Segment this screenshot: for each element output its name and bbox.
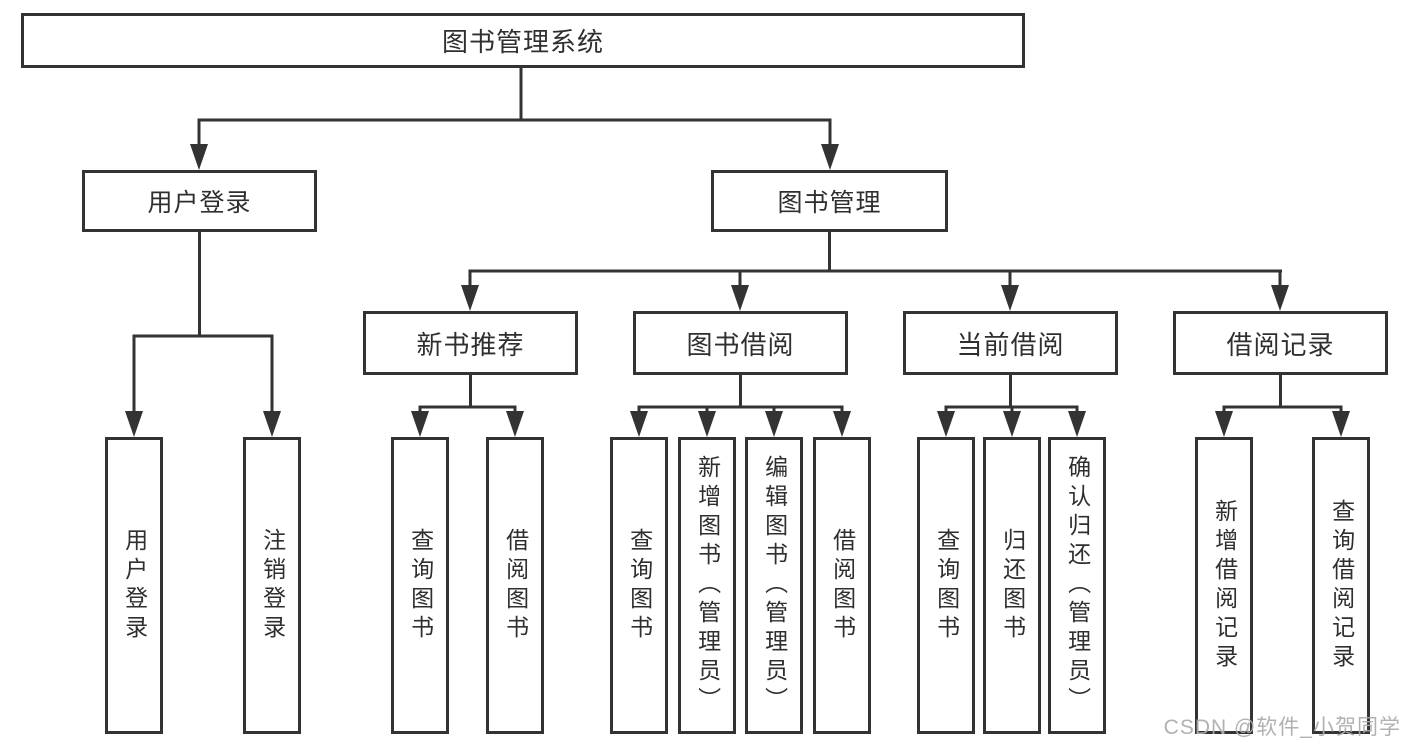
leaf-label: 确认归还（管理员） <box>1064 455 1091 716</box>
leaf-edit-book-admin: 编辑图书（管理员） <box>745 437 803 734</box>
leaf-label: 编辑图书（管理员） <box>761 455 788 716</box>
leaf-query-books-borrowing: 查询图书 <box>610 437 668 734</box>
leaf-query-books-current: 查询图书 <box>917 437 975 734</box>
leaf-label: 注销登录 <box>259 527 286 644</box>
csdn-watermark: CSDN @软件_小贺同学 <box>1163 716 1401 739</box>
node-new-book-recommendation: 新书推荐 <box>363 311 578 375</box>
leaf-logout: 注销登录 <box>243 437 301 734</box>
leaf-add-borrow-record: 新增借阅记录 <box>1195 437 1253 734</box>
leaf-label: 归还图书 <box>999 527 1026 644</box>
leaf-add-book-admin: 新增图书（管理员） <box>678 437 736 734</box>
leaf-user-login: 用户登录 <box>105 437 163 734</box>
leaf-confirm-return-admin: 确认归还（管理员） <box>1048 437 1106 734</box>
leaf-query-borrow-record: 查询借阅记录 <box>1312 437 1370 734</box>
node-library-management-system: 图书管理系统 <box>21 13 1025 68</box>
leaf-label: 借阅图书 <box>502 527 529 644</box>
leaf-label: 查询图书 <box>407 527 434 644</box>
node-book-borrowing: 图书借阅 <box>633 311 848 375</box>
node-borrowing-records: 借阅记录 <box>1173 311 1388 375</box>
node-current-borrowing: 当前借阅 <box>903 311 1118 375</box>
leaf-return-book: 归还图书 <box>983 437 1041 734</box>
leaf-label: 借阅图书 <box>829 527 856 644</box>
leaf-query-books-recommend: 查询图书 <box>391 437 449 734</box>
leaf-label: 查询图书 <box>626 527 653 644</box>
leaf-label: 查询借阅记录 <box>1328 498 1355 673</box>
node-user-login: 用户登录 <box>82 170 317 232</box>
leaf-label: 查询图书 <box>933 527 960 644</box>
leaf-label: 用户登录 <box>121 527 148 644</box>
node-book-management: 图书管理 <box>711 170 948 232</box>
leaf-label: 新增借阅记录 <box>1211 498 1238 673</box>
leaf-borrow-books-recommend: 借阅图书 <box>486 437 544 734</box>
leaf-borrow-books-borrowing: 借阅图书 <box>813 437 871 734</box>
leaf-label: 新增图书（管理员） <box>694 455 721 716</box>
